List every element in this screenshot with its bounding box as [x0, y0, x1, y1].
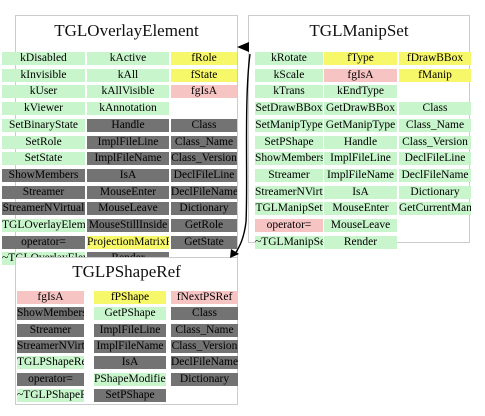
- class-title: TGLOverlayElement: [54, 21, 199, 40]
- member-fdrawbbox: fDrawBBox: [399, 52, 471, 65]
- member-setpshape: SetPShape: [94, 388, 166, 402]
- member-setpshape: SetPShape: [255, 135, 323, 149]
- member-declfileline: DeclFileLine: [171, 168, 237, 182]
- member-pshapemodified: PShapeModified: [94, 372, 166, 386]
- member-operator-: operator=: [17, 372, 84, 386]
- member-kuser: kUser: [2, 85, 85, 99]
- member-implfileline: ImplFileLine: [94, 323, 166, 337]
- member-showmembers: ShowMembers: [255, 152, 323, 166]
- member-ktrans: kTrans: [255, 85, 323, 99]
- member-fstate: fState: [171, 68, 237, 82]
- member-ftype: fType: [324, 52, 397, 65]
- member-kallvisible: kAllVisible: [87, 85, 169, 99]
- member-declfileline: DeclFileLine: [399, 152, 471, 166]
- member-implfilename: ImplFileName: [94, 339, 166, 353]
- member-declfilename: DeclFileName: [399, 168, 471, 182]
- member-kall: kAll: [87, 68, 169, 82]
- class-title: TGLManipSet: [309, 21, 409, 40]
- member-fmanip: fManip: [399, 68, 471, 82]
- member-render: Render: [324, 235, 397, 249]
- member-kdisabled: kDisabled: [2, 52, 85, 65]
- member-operator-: operator=: [255, 219, 323, 232]
- member-streamernvirtual: StreamerNVirtual: [17, 339, 84, 353]
- member-setrole: SetRole: [2, 135, 85, 149]
- member-class: Class: [171, 118, 237, 132]
- arrowhead-to-pshaperef: [230, 249, 239, 258]
- member-mouseenter: MouseEnter: [87, 185, 169, 199]
- member--tglmanipset: ~TGLManipSet: [255, 235, 323, 249]
- member-tgloverlayelement: TGLOverlayElement: [2, 219, 85, 232]
- member-fgisa: fgIsA: [17, 291, 84, 304]
- member-kactive: kActive: [87, 52, 169, 65]
- member-showmembers: ShowMembers: [2, 168, 85, 182]
- member-setdrawbbox: SetDrawBBox: [255, 102, 323, 116]
- member-getdrawbbox: GetDrawBBox: [324, 102, 397, 116]
- member-kannotation: kAnnotation: [87, 102, 169, 116]
- member-implfileline: ImplFileLine: [324, 152, 397, 166]
- member-implfileline: ImplFileLine: [87, 135, 169, 149]
- member-fgisa: fgIsA: [171, 85, 237, 99]
- member-showmembers: ShowMembers: [17, 307, 84, 321]
- member-streamer: Streamer: [2, 185, 85, 199]
- member-mouseenter: MouseEnter: [324, 202, 397, 216]
- member-tglpshaperef: TGLPShapeRef: [17, 356, 84, 370]
- member-setbinarystate: SetBinaryState: [2, 118, 85, 132]
- member-dictionary: Dictionary: [171, 372, 238, 386]
- arrowhead-to-overlay: [237, 42, 249, 52]
- member-dictionary: Dictionary: [171, 202, 237, 216]
- member-class-version: Class_Version: [171, 152, 237, 166]
- member-kscale: kScale: [255, 68, 323, 82]
- member-tglmanipset: TGLManipSet: [255, 202, 323, 216]
- member-handle: Handle: [87, 118, 169, 132]
- member-mouseleave: MouseLeave: [324, 219, 397, 232]
- member-fnextpsref: fNextPSRef: [171, 291, 238, 304]
- member-frole: fRole: [171, 52, 237, 65]
- arrow-manipset-to-overlay: [245, 53, 251, 223]
- member-isa: IsA: [87, 168, 169, 182]
- member-streamer: Streamer: [17, 323, 84, 337]
- member-kinvisible: kInvisible: [2, 68, 85, 82]
- member-class-name: Class_Name: [171, 323, 238, 337]
- member-streamernvirtual: StreamerNVirtual: [2, 202, 85, 216]
- member-declfilename: DeclFileName: [171, 356, 238, 370]
- member-getpshape: GetPShape: [94, 307, 166, 321]
- member-mousestillinside: MouseStillInside: [87, 219, 169, 232]
- member-fpshape: fPShape: [94, 291, 166, 304]
- member-class: Class: [399, 102, 471, 116]
- member-getcurrentmanip: GetCurrentManip: [399, 202, 471, 216]
- member--tglpshaperef: ~TGLPShapeRef: [17, 388, 84, 402]
- member-isa: IsA: [94, 356, 166, 370]
- member-getrole: GetRole: [171, 219, 237, 232]
- arrow-manipset-to-pshaperef: [234, 221, 247, 255]
- member-isa: IsA: [324, 185, 397, 199]
- member-streamer: Streamer: [255, 168, 323, 182]
- member-kviewer: kViewer: [2, 102, 85, 116]
- member-class-version: Class_Version: [171, 339, 238, 353]
- member-operator-: operator=: [2, 235, 85, 249]
- member-krotate: kRotate: [255, 52, 323, 65]
- member-handle: Handle: [324, 135, 397, 149]
- class-title: TGLPShapeRef: [72, 262, 181, 281]
- member-class-name: Class_Name: [171, 135, 237, 149]
- member-kendtype: kEndType: [324, 85, 397, 99]
- class-box-tgloverlayelement: TGLOverlayElement kDisabled kInvisible kUs…: [2, 15, 238, 266]
- member-class-name: Class_Name: [399, 118, 471, 132]
- member-setstate: SetState: [2, 152, 85, 166]
- member-streamernvirtual: StreamerNVirtual: [255, 185, 323, 199]
- member-implfilename: ImplFileName: [324, 168, 397, 182]
- member-getmaniptype: GetManipType: [324, 118, 397, 132]
- member-class: Class: [171, 307, 238, 321]
- member-getstate: GetState: [171, 235, 237, 249]
- member-projectionmatrixpushidentity: ProjectionMatrixPushIdentity: [87, 235, 169, 249]
- member-dictionary: Dictionary: [399, 185, 471, 199]
- member-fgisa: fgIsA: [324, 68, 397, 82]
- member-implfilename: ImplFileName: [87, 152, 169, 166]
- member-mouseleave: MouseLeave: [87, 202, 169, 216]
- member-class-version: Class_Version: [399, 135, 471, 149]
- member-declfilename: DeclFileName: [171, 185, 237, 199]
- member-setmaniptype: SetManipType: [255, 118, 323, 132]
